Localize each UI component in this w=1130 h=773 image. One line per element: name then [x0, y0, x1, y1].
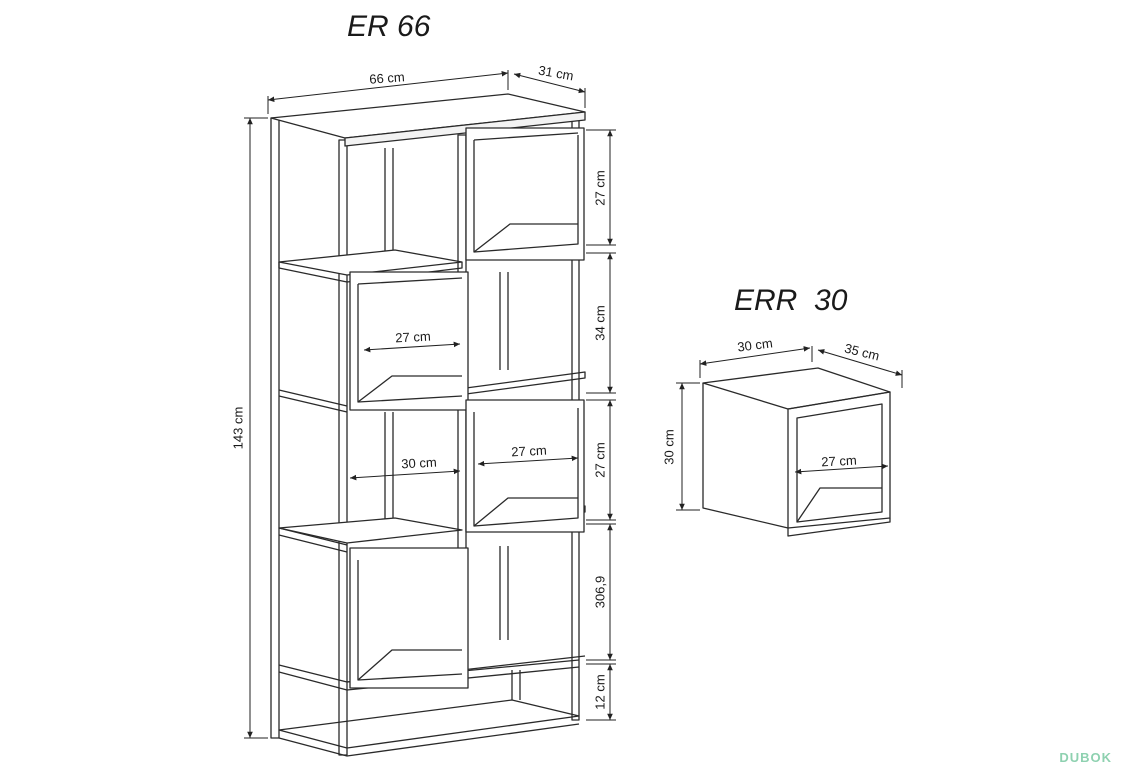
label-er66-width: 66 cm	[368, 69, 406, 87]
label-right-3: 27 cm	[592, 442, 608, 478]
label-right-4: 306,9	[592, 575, 608, 609]
err30-title: ERR 30	[734, 284, 848, 317]
er66-shelves	[278, 249, 586, 683]
label-err30-inner: 27 cm	[820, 452, 858, 470]
dim-er66-width	[267, 70, 509, 103]
dim-err30-width	[699, 346, 811, 366]
label-right-2: 34 cm	[592, 305, 608, 341]
dim-er66-depth	[513, 72, 586, 94]
watermark-logo: DUBOK	[1059, 750, 1112, 765]
label-inner-2: 30 cm	[400, 454, 438, 472]
er66-box-left-2	[349, 547, 469, 689]
dim-er66-inner-1	[363, 341, 461, 353]
dim-er66-inner-3	[477, 455, 579, 467]
dim-er66-inner-2	[349, 468, 461, 481]
dim-err30-inner	[794, 463, 889, 475]
label-right-5: 12 cm	[592, 674, 608, 710]
label-right-1: 27 cm	[592, 170, 608, 206]
dim-err30-depth	[817, 349, 903, 376]
er66-title: ER 66	[347, 10, 431, 43]
er66-box-right-2	[465, 399, 585, 533]
label-er66-height: 143 cm	[230, 406, 246, 450]
er66-box-top-right	[465, 127, 585, 261]
label-inner-1: 27 cm	[394, 328, 432, 346]
err30-box	[702, 367, 891, 537]
dim-er66-right	[586, 129, 616, 721]
label-inner-3: 27 cm	[510, 442, 548, 460]
label-err30-height: 30 cm	[661, 429, 677, 465]
er66-box-left-1	[349, 271, 469, 411]
